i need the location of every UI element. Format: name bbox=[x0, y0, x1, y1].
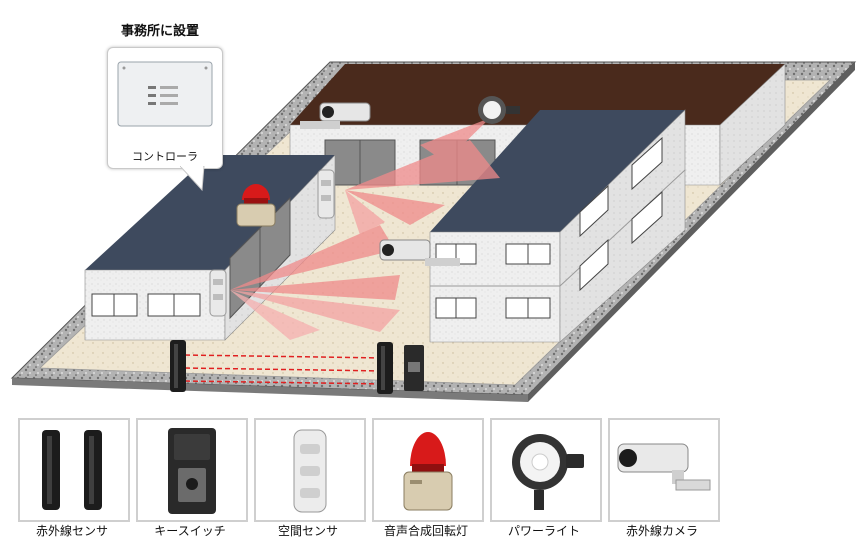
scene-ir-sensor-left bbox=[170, 340, 186, 392]
legend-card-ir-camera bbox=[608, 418, 720, 522]
scene-space-sensor-1 bbox=[317, 169, 335, 219]
ir-sensor-icon bbox=[42, 430, 102, 510]
callout-pointer bbox=[180, 166, 205, 192]
scene-camera-center bbox=[379, 239, 460, 266]
key-switch-icon bbox=[168, 428, 216, 514]
detection-zones bbox=[230, 118, 500, 340]
infrared-beams bbox=[184, 354, 386, 385]
scene-rotating-light bbox=[236, 184, 276, 227]
scene-space-sensor-2 bbox=[209, 269, 227, 317]
legend-label-ir-sensor: 赤外線センサ bbox=[35, 524, 108, 538]
power-light-icon bbox=[512, 434, 584, 510]
legend-card-key-switch bbox=[136, 418, 248, 522]
scene-ir-sensor-right bbox=[377, 342, 393, 394]
legend-card-space-sensor bbox=[254, 418, 366, 522]
scene-power-light bbox=[478, 96, 520, 124]
legend-label-power-light: パワーライト bbox=[507, 524, 580, 538]
main-building bbox=[429, 109, 686, 343]
ir-camera-icon bbox=[617, 443, 711, 491]
legend-card-ir-sensor bbox=[18, 418, 130, 522]
legend-card-power-light bbox=[490, 418, 602, 522]
legend-card-rotating-light bbox=[372, 418, 484, 522]
legend-label-key-switch: キースイッチ bbox=[154, 524, 226, 538]
legend-label-ir-camera: 赤外線カメラ bbox=[625, 524, 698, 538]
space-sensor-icon bbox=[293, 429, 327, 513]
controller-title: 事務所に設置 bbox=[120, 24, 199, 39]
controller-callout: コントローラ bbox=[107, 47, 223, 169]
scene-camera-top bbox=[300, 102, 371, 129]
rotating-light-icon bbox=[403, 432, 453, 511]
legend-label-space-sensor: 空間センサ bbox=[277, 524, 338, 538]
security-layout-scene bbox=[10, 61, 857, 402]
scene-key-switch bbox=[404, 345, 424, 391]
legend-label-rotating-light: 音声合成回転灯 bbox=[383, 524, 468, 538]
controller-icon bbox=[117, 61, 213, 127]
controller-label: コントローラ bbox=[132, 150, 198, 163]
